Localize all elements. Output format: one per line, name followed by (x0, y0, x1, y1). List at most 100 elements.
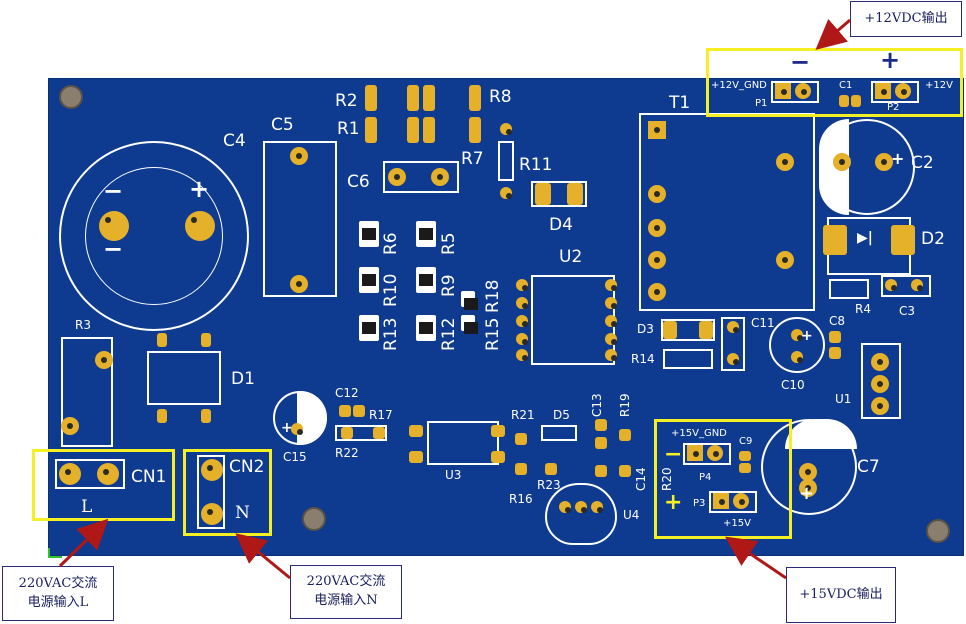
r7-pad (469, 117, 481, 143)
r19-pad (619, 429, 631, 441)
u4-outline (545, 483, 617, 545)
d2-diode-mark: ▶| (857, 230, 873, 246)
p2-plus-mark: + (880, 46, 901, 74)
c5-outline (263, 141, 337, 297)
u2-pad (605, 333, 617, 345)
r23-pad (545, 463, 557, 475)
ref-r8: R8 (489, 87, 512, 107)
u2-pad (605, 349, 617, 361)
ref-c8: C8 (829, 314, 846, 328)
highlight-15v-output (654, 419, 792, 539)
ref-c3: C3 (899, 304, 916, 318)
u1-pad (871, 397, 889, 415)
callout-15v-text: +15VDC输出 (799, 586, 883, 602)
c5-pad (290, 147, 308, 165)
p3-plus-mark: + (664, 490, 683, 515)
ref-c1: C1 (839, 80, 853, 91)
callout-12v-output: +12VDC输出 (850, 1, 962, 37)
u2-pad (516, 333, 528, 345)
p4-minus-mark: − (664, 442, 683, 467)
r-pad (407, 117, 419, 143)
highlight-cn2 (183, 449, 272, 536)
d5-outline (541, 425, 577, 441)
ref-c9: C9 (739, 436, 753, 447)
c11-pad (727, 353, 739, 365)
u3-pad (409, 425, 423, 437)
cn1-pad (97, 463, 119, 485)
r2-pad (365, 85, 377, 111)
c12-pad (339, 405, 351, 417)
c4-minus-mark-2: − (103, 235, 124, 263)
c12-pad (353, 405, 365, 417)
ref-p1: P1 (755, 98, 768, 109)
c4-minus-mark: − (103, 177, 124, 205)
c6-pad (431, 168, 449, 186)
p1-outline (771, 81, 819, 103)
r3-pad (61, 417, 79, 435)
c4-inner (85, 167, 223, 305)
p3-outline (709, 491, 757, 513)
c5-pad (290, 275, 308, 293)
r5-body (416, 221, 436, 247)
d1-pad (157, 409, 167, 423)
cn1-pad (59, 463, 81, 485)
r22-pad (341, 427, 353, 439)
ref-r2: R2 (335, 91, 358, 111)
r15-body (461, 315, 478, 334)
d2-pad (823, 225, 847, 255)
d3-outline (661, 319, 715, 341)
c2-plus-mark: + (891, 149, 905, 168)
ref-r16: R16 (509, 492, 533, 506)
r12-body (416, 315, 436, 341)
c6-outline (383, 161, 459, 193)
p2-outline (871, 81, 919, 103)
callout-15v-output: +15VDC输出 (786, 567, 896, 623)
c7-pad (799, 479, 817, 497)
cn2-pad (201, 503, 223, 525)
r1-pad (365, 117, 377, 143)
t1-pad (776, 251, 794, 269)
c10-pad (791, 351, 803, 363)
r3-pad (95, 351, 113, 369)
d4-outline (531, 181, 587, 207)
c11-outline (721, 317, 745, 371)
c8-pad (829, 347, 841, 359)
ref-d3: D3 (637, 322, 654, 336)
c1-pad (839, 95, 849, 107)
c6-pad (388, 168, 406, 186)
r13-body (359, 315, 379, 341)
c11-pad (727, 321, 739, 333)
d3-pad (663, 321, 677, 339)
c2-pad (875, 153, 893, 171)
u2-pad (516, 349, 528, 361)
ref-cn1: CN1 (131, 467, 167, 487)
u2-pad (605, 297, 617, 309)
ref-r11: R11 (519, 155, 553, 175)
p1-net-label: +12V_GND (711, 80, 767, 91)
c3-outline (881, 275, 931, 297)
u4-pad (591, 501, 603, 513)
ref-cn2: CN2 (229, 457, 265, 477)
t1-pad (648, 283, 666, 301)
c4-plus-mark: + (189, 175, 210, 203)
cn1-outline (55, 459, 125, 489)
mounting-hole (302, 507, 326, 531)
c15-pad (291, 423, 303, 435)
p3-pad (733, 493, 749, 509)
ref-r22: R22 (335, 446, 359, 460)
u3-pad (491, 451, 505, 463)
c1-pad (851, 95, 861, 107)
d1-pad (157, 333, 167, 347)
p2-pad (875, 83, 891, 99)
c3-pad (911, 279, 923, 291)
u2-pad (516, 297, 528, 309)
ref-u2: U2 (559, 247, 583, 267)
ref-p4: P4 (699, 472, 712, 483)
p4-pad (707, 445, 723, 461)
ref-r17: R17 (369, 408, 393, 422)
ref-c4: C4 (223, 131, 246, 151)
ref-r1: R1 (337, 119, 360, 139)
u3-pad (491, 425, 505, 437)
r22-outline (335, 425, 387, 441)
